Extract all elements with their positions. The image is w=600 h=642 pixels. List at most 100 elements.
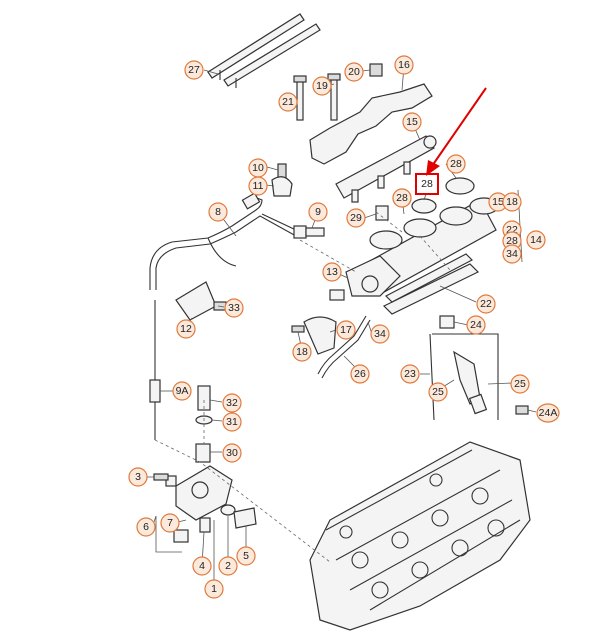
pump-part xyxy=(165,465,233,521)
callout-label: 19 xyxy=(316,80,328,92)
callout-circle xyxy=(344,62,364,82)
callout-label: 8 xyxy=(215,206,221,218)
callout-circle xyxy=(208,202,228,222)
seal-4-part xyxy=(199,517,211,533)
callout-circle xyxy=(402,112,422,132)
callout-18: 18 xyxy=(502,192,522,212)
callout-12: 12 xyxy=(176,319,196,339)
callout-circle xyxy=(502,244,522,264)
fuel-rail-15-part xyxy=(335,135,437,203)
callout-circle xyxy=(526,230,546,250)
callout-circle xyxy=(394,55,414,75)
cap-24-part xyxy=(439,315,455,329)
callout-circle xyxy=(346,208,366,228)
callout-label: 2 xyxy=(225,560,231,572)
callout-7: 7 xyxy=(160,513,180,533)
callout-circle xyxy=(350,364,370,384)
callout-circle xyxy=(400,364,420,384)
cable-ties-part xyxy=(207,13,321,88)
callout-label: 9 xyxy=(315,206,321,218)
callout-circle xyxy=(236,546,256,566)
fuel-line-8-part xyxy=(149,195,297,290)
callout-label: 28 xyxy=(506,235,518,247)
callout-label: 6 xyxy=(143,521,149,533)
callout-label: 16 xyxy=(398,59,410,71)
oring-2-part xyxy=(220,504,236,516)
callout-label: 12 xyxy=(180,323,192,335)
callout-21: 21 xyxy=(278,92,298,112)
callout-28: 28 xyxy=(392,188,412,208)
callout-circle xyxy=(446,154,466,174)
callout-circle xyxy=(172,381,192,401)
callout-1: 1 xyxy=(204,579,224,599)
callout-circle xyxy=(192,556,212,576)
callout-layer: 2721192016151011282889292815182228143413… xyxy=(128,55,560,599)
cap-29-part xyxy=(375,205,389,221)
stud-19-part xyxy=(327,73,341,121)
callout-circle xyxy=(278,92,298,112)
callout-24: 24 xyxy=(466,315,486,335)
callout-circle xyxy=(248,176,268,196)
callout-label: 29 xyxy=(350,212,362,224)
callout-label: 3 xyxy=(135,471,141,483)
callout-6: 6 xyxy=(136,517,156,537)
highlighted-callout: 28 xyxy=(415,173,439,195)
callout-34: 34 xyxy=(502,244,522,264)
callout-circle xyxy=(428,382,448,402)
callout-2: 2 xyxy=(218,556,238,576)
callout-circle xyxy=(136,517,156,537)
callout-label: 33 xyxy=(228,302,240,314)
callout-19: 19 xyxy=(312,76,332,96)
callout-11: 11 xyxy=(248,176,268,196)
callout-10: 10 xyxy=(248,158,268,178)
callout-14: 14 xyxy=(526,230,546,250)
callout-24A: 24A xyxy=(536,403,560,423)
callout-circle xyxy=(160,513,180,533)
cylinder-head-part xyxy=(309,441,531,631)
highlighted-callout-label: 28 xyxy=(421,178,433,190)
callout-circle xyxy=(176,319,196,339)
callout-9: 9 xyxy=(308,202,328,222)
callout-13: 13 xyxy=(322,262,342,282)
callout-label: 9A xyxy=(176,385,189,397)
callout-28: 28 xyxy=(446,154,466,174)
line-26-part xyxy=(321,319,371,379)
callout-circle xyxy=(312,76,332,96)
callout-3: 3 xyxy=(128,467,148,487)
plunger-5-part xyxy=(233,507,257,529)
callout-label: 22 xyxy=(480,298,492,310)
callout-label: 10 xyxy=(252,162,264,174)
callout-4: 4 xyxy=(192,556,212,576)
callout-29: 29 xyxy=(346,208,366,228)
callout-label: 15 xyxy=(492,196,504,208)
callout-circle xyxy=(292,342,312,362)
callout-label: 26 xyxy=(354,368,366,380)
callout-circle xyxy=(222,443,242,463)
callout-label: 4 xyxy=(199,560,205,572)
callout-circle xyxy=(336,320,356,340)
callout-28: 28 xyxy=(502,231,522,251)
spring-32-part xyxy=(197,385,211,411)
line-9A-part xyxy=(149,300,161,440)
callout-label: 13 xyxy=(326,266,338,278)
clamp-11-part xyxy=(271,176,293,197)
fitting-9-part xyxy=(293,225,325,239)
callout-label: 20 xyxy=(348,66,360,78)
callout-label: 24 xyxy=(470,319,482,331)
callout-17: 17 xyxy=(336,320,356,340)
callout-label: 25 xyxy=(432,386,444,398)
callout-25: 25 xyxy=(428,382,448,402)
callout-15: 15 xyxy=(402,112,422,132)
callout-22: 22 xyxy=(476,294,496,314)
callout-circle xyxy=(224,298,244,318)
tappet-30-part xyxy=(195,443,211,463)
callout-label: 18 xyxy=(506,196,518,208)
callout-5: 5 xyxy=(236,546,256,566)
callout-26: 26 xyxy=(350,364,370,384)
callout-label: 17 xyxy=(340,324,352,336)
callout-circle xyxy=(322,262,342,282)
callout-circle xyxy=(128,467,148,487)
callout-label: 28 xyxy=(450,158,462,170)
callout-32: 32 xyxy=(222,393,242,413)
